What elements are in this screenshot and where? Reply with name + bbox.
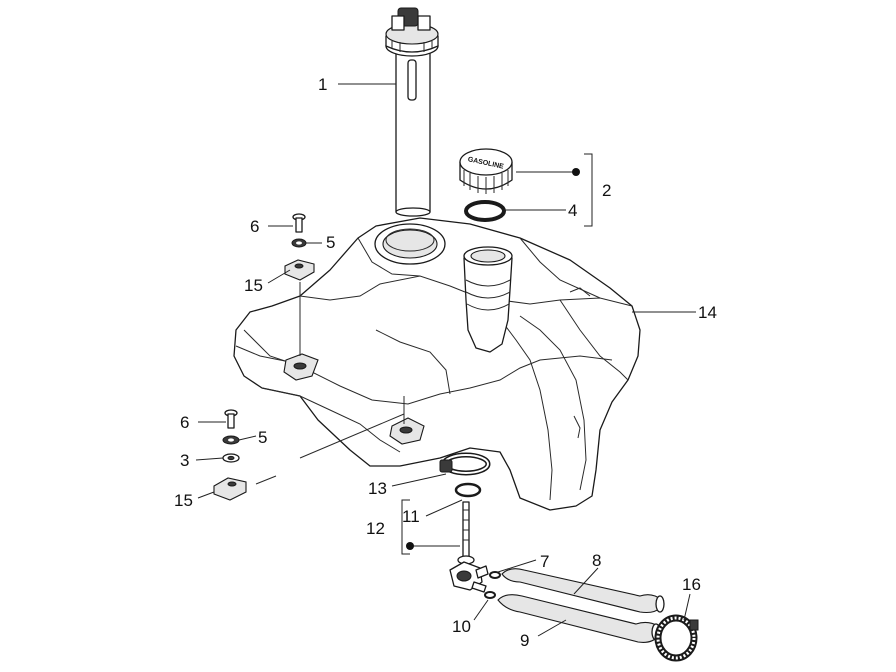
fuel-tank — [233, 217, 641, 511]
fuel-hose — [501, 568, 665, 614]
fuel-level-sender — [385, 7, 439, 217]
callout-3: 3 — [180, 451, 189, 470]
callout-8: 8 — [592, 551, 601, 570]
callout-5-upper: 5 — [326, 233, 335, 252]
tap-o-ring — [454, 482, 482, 498]
callout-16: 16 — [682, 575, 701, 594]
callout-5-lower: 5 — [258, 428, 267, 447]
cap-o-ring — [464, 200, 506, 222]
callout-14: 14 — [698, 303, 717, 322]
lower-mount-hardware — [213, 396, 405, 501]
fuel-tap — [449, 501, 489, 593]
hose-clamp — [439, 452, 491, 476]
callout-6-upper: 6 — [250, 217, 259, 236]
callout-11: 11 — [402, 507, 420, 526]
callout-4: 4 — [568, 201, 577, 220]
callout-1: 1 — [318, 75, 327, 94]
hose-clip-upper — [489, 571, 501, 579]
band-clamp — [654, 614, 699, 662]
fuel-cap: GASOLINE — [459, 148, 513, 194]
callout-7: 7 — [540, 552, 549, 571]
callout-15-lower: 15 — [174, 491, 193, 510]
callout-13: 13 — [368, 479, 387, 498]
callout-10: 10 — [452, 617, 471, 636]
upper-mount-hardware — [284, 213, 315, 356]
callout-12: 12 — [366, 519, 385, 538]
callout-numbers: 1 2 4 6 5 15 14 6 5 3 15 13 11 12 7 8 16… — [174, 75, 717, 650]
callout-15-upper: 15 — [244, 276, 263, 295]
callout-2: 2 — [602, 181, 611, 200]
callout-6-lower: 6 — [180, 413, 189, 432]
callout-9: 9 — [520, 631, 529, 650]
hose-clip-lower — [484, 591, 496, 599]
leader-lines — [195, 83, 696, 637]
